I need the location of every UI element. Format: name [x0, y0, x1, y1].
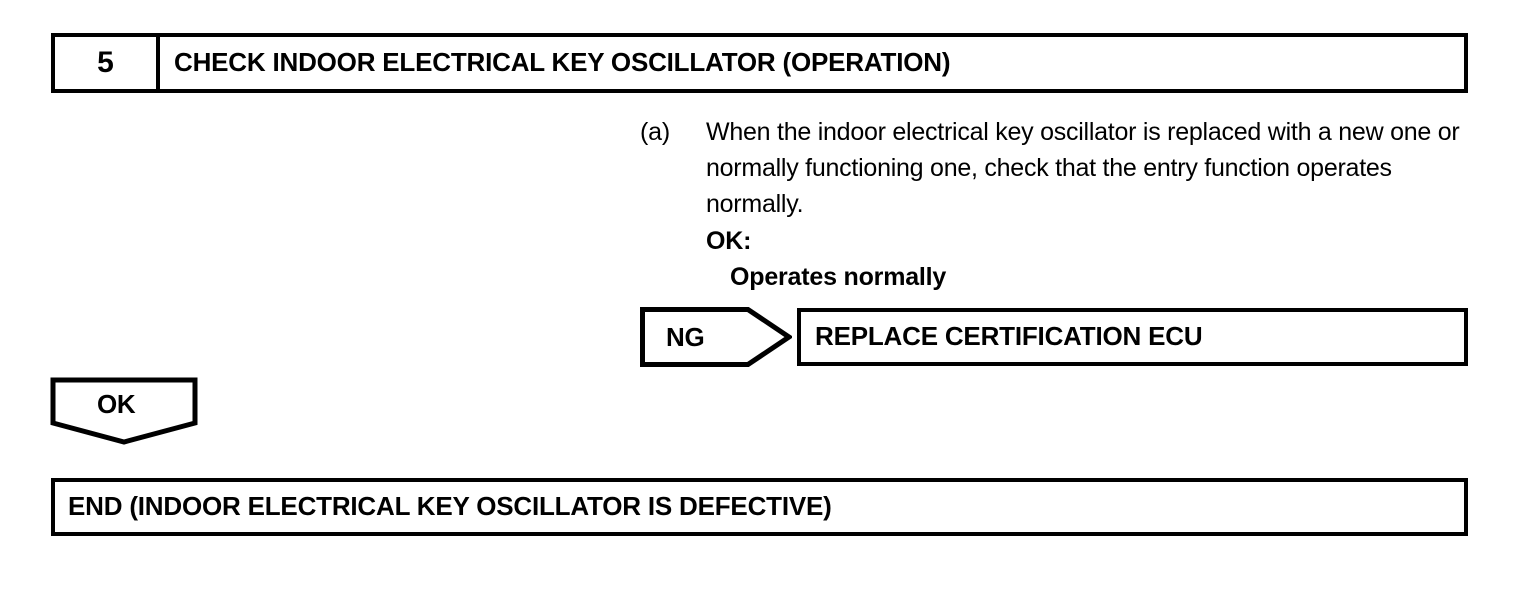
- step-number: 5: [97, 46, 114, 79]
- ng-arrow-connector: [640, 307, 792, 367]
- procedure-item: (a) When the indoor electrical key oscil…: [640, 114, 1470, 295]
- step-title-cell: CHECK INDOOR ELECTRICAL KEY OSCILLATOR (…: [160, 37, 1464, 89]
- step-header-box: 5 CHECK INDOOR ELECTRICAL KEY OSCILLATOR…: [51, 33, 1468, 93]
- ng-branch-label: NG: [666, 322, 705, 352]
- procedure-description: When the indoor electrical key oscillato…: [706, 118, 1460, 218]
- step-title: CHECK INDOOR ELECTRICAL KEY OSCILLATOR (…: [174, 47, 951, 78]
- ng-result-box: REPLACE CERTIFICATION ECU: [797, 308, 1468, 366]
- procedure-ok-value: Operates normally: [730, 263, 947, 291]
- ok-arrow-shape: [50, 377, 198, 445]
- end-result-text: END (INDOOR ELECTRICAL KEY OSCILLATOR IS…: [68, 491, 832, 522]
- procedure-block: (a) When the indoor electrical key oscil…: [640, 114, 1470, 295]
- ok-arrow-connector: [50, 377, 198, 445]
- ok-branch-label: OK: [97, 389, 136, 419]
- procedure-ok-label: OK:: [706, 227, 752, 255]
- ng-arrow-shape: [640, 307, 792, 367]
- end-result-box: END (INDOOR ELECTRICAL KEY OSCILLATOR IS…: [51, 478, 1468, 536]
- procedure-marker: (a): [640, 118, 670, 146]
- ng-result-text: REPLACE CERTIFICATION ECU: [815, 321, 1203, 352]
- step-number-cell: 5: [55, 37, 160, 89]
- procedure-body: When the indoor electrical key oscillato…: [706, 114, 1470, 295]
